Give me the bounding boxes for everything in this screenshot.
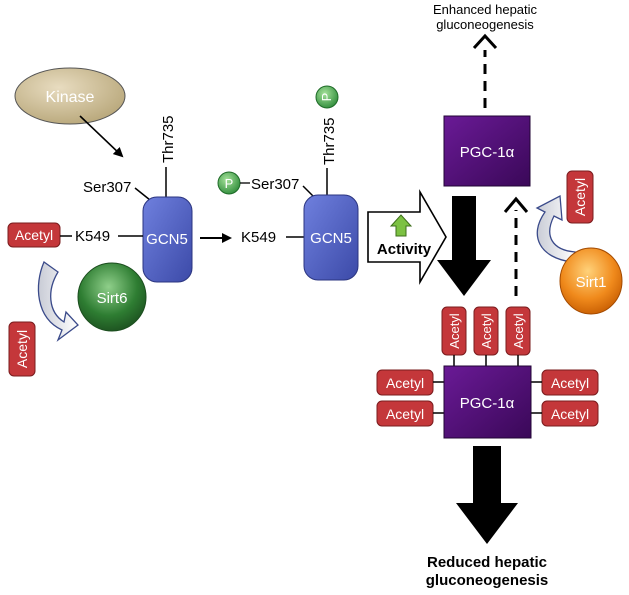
gcn5-node-left: GCN5 [142, 196, 193, 283]
enhanced-label-line2: gluconeogenesis [436, 17, 534, 32]
phospho-ser307: P [217, 171, 241, 195]
acetyl-released-sirt6: Acetyl [8, 321, 36, 377]
phospho-label: P [225, 176, 234, 191]
reduced-label-line1: Reduced hepatic [427, 554, 547, 571]
acetyl-label: Acetyl [479, 313, 494, 349]
acetyl-label: Acetyl [386, 406, 424, 422]
gcn5-label-right: GCN5 [310, 230, 352, 247]
acetyl-label: Acetyl [511, 313, 526, 349]
pgc1a-label-top: PGC-1α [460, 144, 515, 161]
acetyl-tag-top-1: Acetyl [441, 306, 467, 356]
sirt1-deacetylation-arrow [535, 194, 576, 263]
acetyl-tag-left-1: Acetyl [376, 369, 434, 396]
acetyl-tag-right-1: Acetyl [541, 369, 599, 396]
gcn5-label-left: GCN5 [146, 231, 188, 248]
thr735-label-left: Thr735 [160, 115, 177, 163]
acetylation-block-arrow [437, 196, 491, 296]
pgc1a-node-top: PGC-1α [443, 115, 531, 187]
enhanced-arrowhead [472, 33, 498, 50]
gcn5-node-right: GCN5 [303, 194, 359, 281]
sirt6-label: Sirt6 [97, 290, 128, 307]
reduced-label-line2: gluconeogenesis [426, 572, 549, 589]
kinase-label: Kinase [46, 89, 95, 106]
ser307-label-right: Ser307 [251, 176, 299, 193]
kinase-arrow [79, 115, 124, 158]
k549-label-left: K549 [75, 228, 110, 245]
acetyl-tag-top-3: Acetyl [505, 306, 531, 356]
acetyl-label: Acetyl [386, 375, 424, 391]
activity-label: Activity [377, 241, 432, 258]
pgc1a-label-bottom: PGC-1α [460, 395, 515, 412]
thr735-label-right: Thr735 [321, 117, 338, 165]
acetyl-label: Acetyl [15, 227, 53, 243]
reduced-block-arrow [456, 446, 518, 544]
ser307-bond-left [134, 187, 151, 201]
pgc1a-node-bottom: PGC-1α [443, 365, 532, 439]
acetyl-released-sirt1: Acetyl [566, 170, 594, 224]
acetyl-tag-left-2: Acetyl [376, 400, 434, 427]
phospho-thr735: P [315, 85, 339, 109]
ser307-label-left: Ser307 [83, 179, 131, 196]
sirt6-node: Sirt6 [77, 262, 147, 332]
enhanced-label-line1: Enhanced hepatic [433, 2, 538, 17]
sirt1-label: Sirt1 [576, 274, 607, 291]
acetyl-tag-top-2: Acetyl [473, 306, 499, 356]
acetyl-label: Acetyl [551, 406, 589, 422]
acetyl-label: Acetyl [14, 330, 30, 368]
sirt6-deacetylation-arrow [37, 261, 79, 342]
sirt1-node: Sirt1 [559, 247, 623, 315]
kinase-node: Kinase [14, 67, 126, 125]
phospho-label: P [319, 93, 334, 102]
acetyl-tag-right-2: Acetyl [541, 400, 599, 427]
k549-label-right: K549 [241, 229, 276, 246]
acetyl-label: Acetyl [572, 178, 588, 216]
acetyl-tag-k549-left: Acetyl [7, 222, 61, 248]
activity-up-arrow-icon [389, 214, 413, 237]
sirt1-arrowhead [503, 196, 529, 213]
acetyl-label: Acetyl [447, 313, 462, 349]
acetyl-label: Acetyl [551, 375, 589, 391]
activity-block-arrow [367, 189, 447, 285]
